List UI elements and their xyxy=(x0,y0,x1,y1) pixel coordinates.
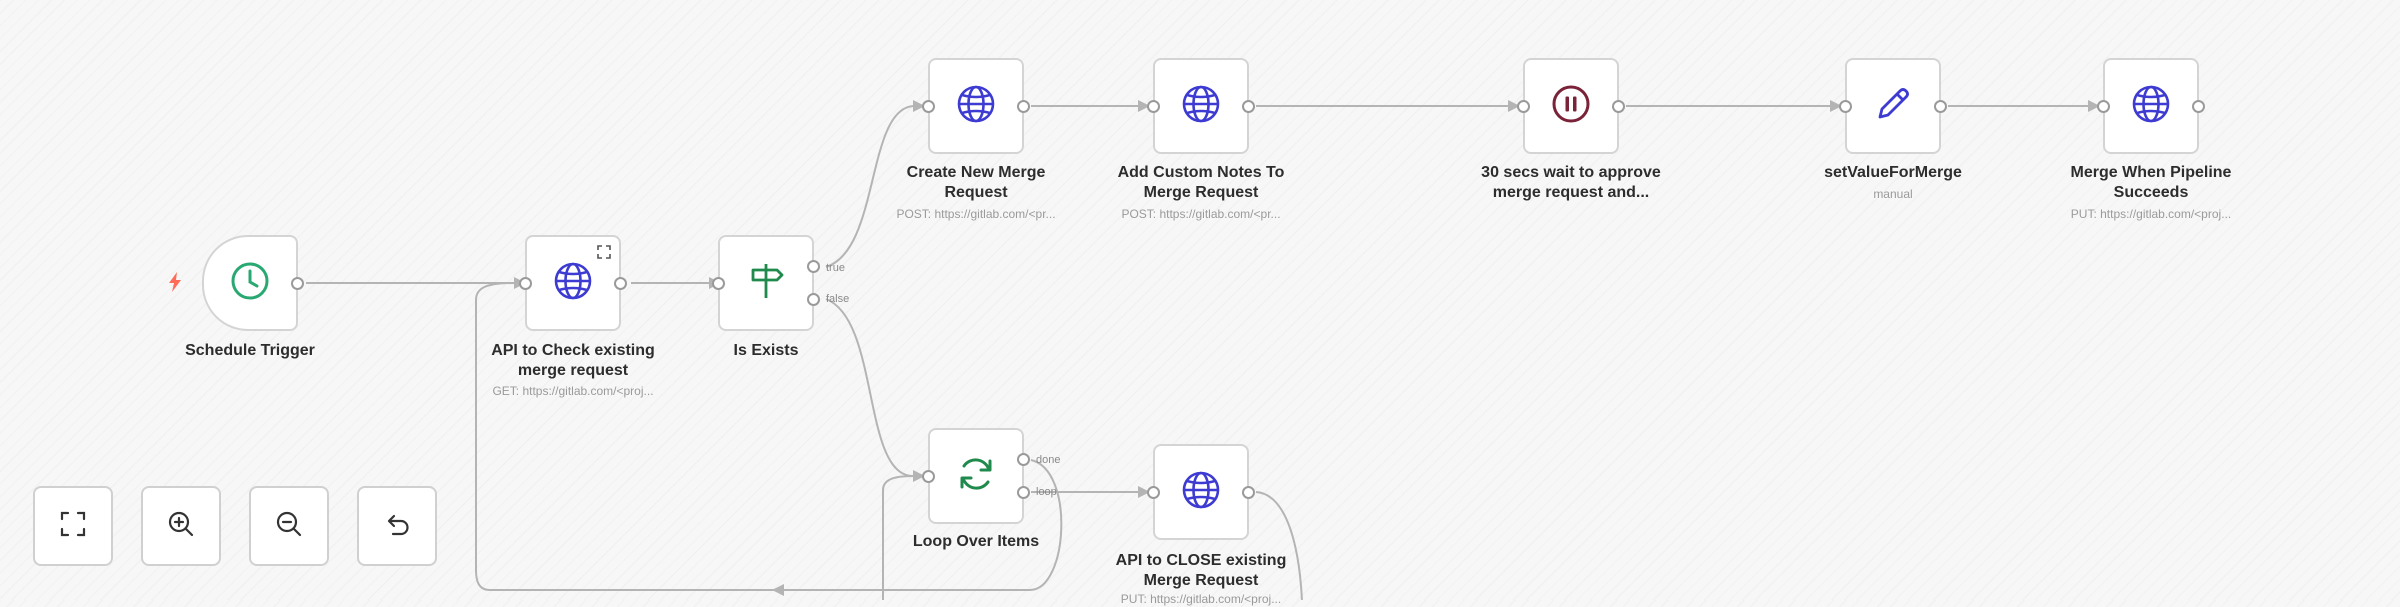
edge-true-to-create-mr xyxy=(825,105,914,268)
edge-arrowhead xyxy=(2088,100,2100,112)
zoom-out-button[interactable] xyxy=(249,486,329,566)
zoom-in-icon xyxy=(166,509,196,544)
zoom-out-icon xyxy=(274,509,304,544)
input-port[interactable] xyxy=(1147,486,1160,499)
fullscreen-icon xyxy=(58,509,88,544)
edge-arrowhead xyxy=(913,470,925,482)
globe-icon xyxy=(1179,468,1223,517)
node-wait[interactable] xyxy=(1517,58,1625,154)
node-subtitle: GET: https://gitlab.com/<proj... xyxy=(492,384,654,398)
node-title: API to CLOSE existing Merge Request xyxy=(1115,552,1287,589)
node-title: 30 secs wait to approve merge request an… xyxy=(1481,164,1661,201)
refresh-icon xyxy=(954,452,998,501)
node-loop-over-items[interactable] xyxy=(922,428,1030,524)
node-api-close-merge-request[interactable] xyxy=(1147,444,1255,540)
edge-arrowhead xyxy=(1138,486,1150,498)
node-title: Create New Merge Request xyxy=(906,164,1046,201)
output-port-false[interactable] xyxy=(807,293,820,306)
edge-arrowhead xyxy=(772,584,784,596)
output-port-loop[interactable] xyxy=(1017,486,1030,499)
output-port[interactable] xyxy=(2192,100,2205,113)
node-api-check[interactable] xyxy=(519,235,627,331)
node-title: Add Custom Notes To Merge Request xyxy=(1117,164,1285,201)
input-port[interactable] xyxy=(2097,100,2110,113)
pencil-icon xyxy=(1871,82,1915,131)
node-create-merge-request[interactable] xyxy=(922,58,1030,154)
node-title: Is Exists xyxy=(733,342,799,359)
node-schedule-trigger[interactable] xyxy=(202,235,304,331)
zoom-in-button[interactable] xyxy=(141,486,221,566)
trigger-bolt-icon xyxy=(168,272,182,297)
node-title: Merge When Pipeline Succeeds xyxy=(2070,164,2232,201)
output-label-false: false xyxy=(826,293,850,305)
edge-arrowhead xyxy=(1830,100,1842,112)
output-port[interactable] xyxy=(1242,486,1255,499)
edge-api-close-back-to-loop xyxy=(882,475,1303,600)
output-port-true[interactable] xyxy=(807,260,820,273)
node-subtitle: manual xyxy=(1873,187,1913,201)
node-subtitle: PUT: https://gitlab.com/<proj... xyxy=(2070,207,2232,221)
output-label-done: done xyxy=(1036,454,1061,466)
node-title: setValueForMerge xyxy=(1824,164,1962,181)
globe-icon xyxy=(954,82,998,131)
output-port[interactable] xyxy=(1934,100,1947,113)
output-port[interactable] xyxy=(1017,100,1030,113)
edge-loop-done-to-api-check xyxy=(475,282,1063,591)
reset-view-button[interactable] xyxy=(357,486,437,566)
node-title: Schedule Trigger xyxy=(185,342,315,359)
node-is-exists[interactable] xyxy=(712,235,820,331)
globe-icon xyxy=(1179,82,1223,131)
node-set-value-for-merge[interactable] xyxy=(1839,58,1947,154)
node-add-custom-notes[interactable] xyxy=(1147,58,1255,154)
pause-icon xyxy=(1549,82,1593,131)
output-port[interactable] xyxy=(1612,100,1625,113)
input-port[interactable] xyxy=(712,277,725,290)
fit-view-button[interactable] xyxy=(33,486,113,566)
node-subtitle: POST: https://gitlab.com/<pr... xyxy=(896,207,1056,221)
signpost-icon xyxy=(744,259,788,308)
edge-arrowhead xyxy=(1508,100,1520,112)
node-title: API to Check existing merge request xyxy=(491,342,655,379)
node-title: Loop Over Items xyxy=(912,533,1040,550)
input-port[interactable] xyxy=(922,470,935,483)
output-label-loop: loop xyxy=(1036,486,1057,498)
input-port[interactable] xyxy=(1147,100,1160,113)
output-port[interactable] xyxy=(614,277,627,290)
node-subtitle: POST: https://gitlab.com/<pr... xyxy=(1121,207,1281,221)
expand-icon[interactable] xyxy=(597,245,611,259)
input-port[interactable] xyxy=(1839,100,1852,113)
edge-arrowhead xyxy=(1138,100,1150,112)
globe-icon xyxy=(2129,82,2173,131)
input-port[interactable] xyxy=(519,277,532,290)
output-port-done[interactable] xyxy=(1017,453,1030,466)
output-port[interactable] xyxy=(291,277,304,290)
undo-icon xyxy=(382,509,412,544)
edge-arrowhead xyxy=(913,100,925,112)
output-port[interactable] xyxy=(1242,100,1255,113)
node-merge-when-pipeline-succeeds[interactable] xyxy=(2097,58,2205,154)
globe-icon xyxy=(551,259,595,308)
input-port[interactable] xyxy=(922,100,935,113)
edge-false-to-loop xyxy=(825,298,914,477)
output-label-true: true xyxy=(826,262,845,274)
input-port[interactable] xyxy=(1517,100,1530,113)
clock-icon xyxy=(228,259,272,308)
